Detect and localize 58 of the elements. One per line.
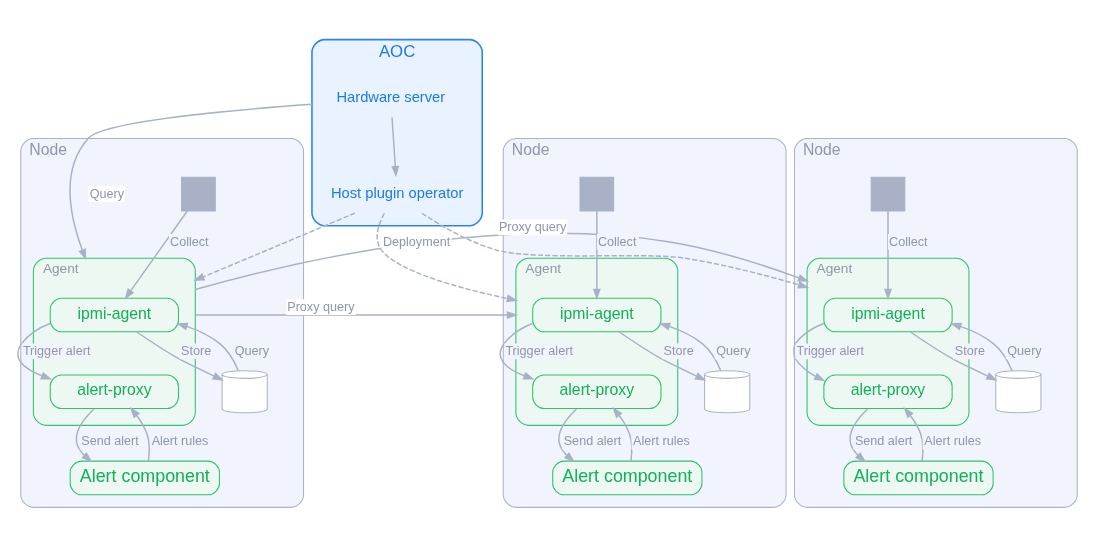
edge-label: Trigger alert — [505, 343, 573, 358]
node-text: Host plugin operator — [330, 184, 464, 201]
arrow — [124, 209, 188, 300]
edge-label: Query — [234, 343, 270, 358]
edge-label: Store — [663, 343, 694, 358]
arrow — [194, 310, 519, 319]
node-box: alert-proxy — [49, 373, 179, 409]
edge-label: Trigger alert — [22, 343, 91, 358]
node-box: Alert component — [843, 460, 994, 495]
edge-label: Send alert — [563, 433, 622, 448]
edge-label: Query — [716, 343, 751, 358]
node-box: alert-proxy — [823, 373, 953, 409]
arrow — [612, 406, 633, 462]
node-text: Hardware server — [336, 88, 446, 105]
node-box: alert-proxy — [532, 373, 662, 409]
arrow — [658, 322, 722, 371]
arrow — [391, 116, 400, 177]
edge-label: Alert rules — [924, 433, 982, 448]
node-box: Alert component — [69, 460, 220, 495]
arrow — [16, 322, 53, 379]
arrow — [558, 407, 578, 462]
edge-label: Deployment — [382, 234, 451, 249]
arrow — [903, 406, 924, 462]
node-box: ipmi-agent — [49, 297, 179, 332]
arrow — [69, 103, 313, 260]
edge-label: Proxy query — [287, 299, 355, 314]
edge-label: Collect — [170, 234, 209, 249]
edge-label: Query — [1007, 343, 1042, 358]
arrow — [75, 407, 95, 462]
arrow — [884, 209, 892, 300]
arrow — [909, 330, 998, 381]
node-box — [870, 176, 906, 211]
arrow — [136, 330, 224, 381]
edge-label: Store — [954, 343, 985, 358]
arrow — [129, 406, 150, 462]
edge-label: Store — [181, 343, 212, 358]
node-box — [579, 176, 615, 211]
edge-label: Alert rules — [151, 433, 209, 448]
edge-label: Collect — [889, 234, 928, 249]
node-box — [181, 176, 216, 211]
arrow — [618, 330, 707, 381]
edge-label: Proxy query — [498, 219, 567, 234]
arrow — [421, 212, 810, 288]
arrow — [193, 211, 356, 281]
edge-label: Alert rules — [633, 433, 690, 448]
edge-label: Send alert — [81, 433, 139, 448]
arrow — [499, 322, 535, 379]
arrow — [376, 212, 519, 302]
arrow — [592, 209, 601, 300]
arrow — [849, 407, 869, 462]
edge-label: Collect — [597, 234, 637, 249]
node-box: Alert component — [552, 460, 703, 495]
edge-label: Send alert — [854, 433, 913, 448]
arrow — [793, 322, 826, 381]
edge-label: Query — [89, 186, 124, 201]
edge-label: Trigger alert — [796, 343, 865, 358]
node-box: ipmi-agent — [823, 297, 953, 332]
node-box: ipmi-agent — [532, 297, 662, 332]
